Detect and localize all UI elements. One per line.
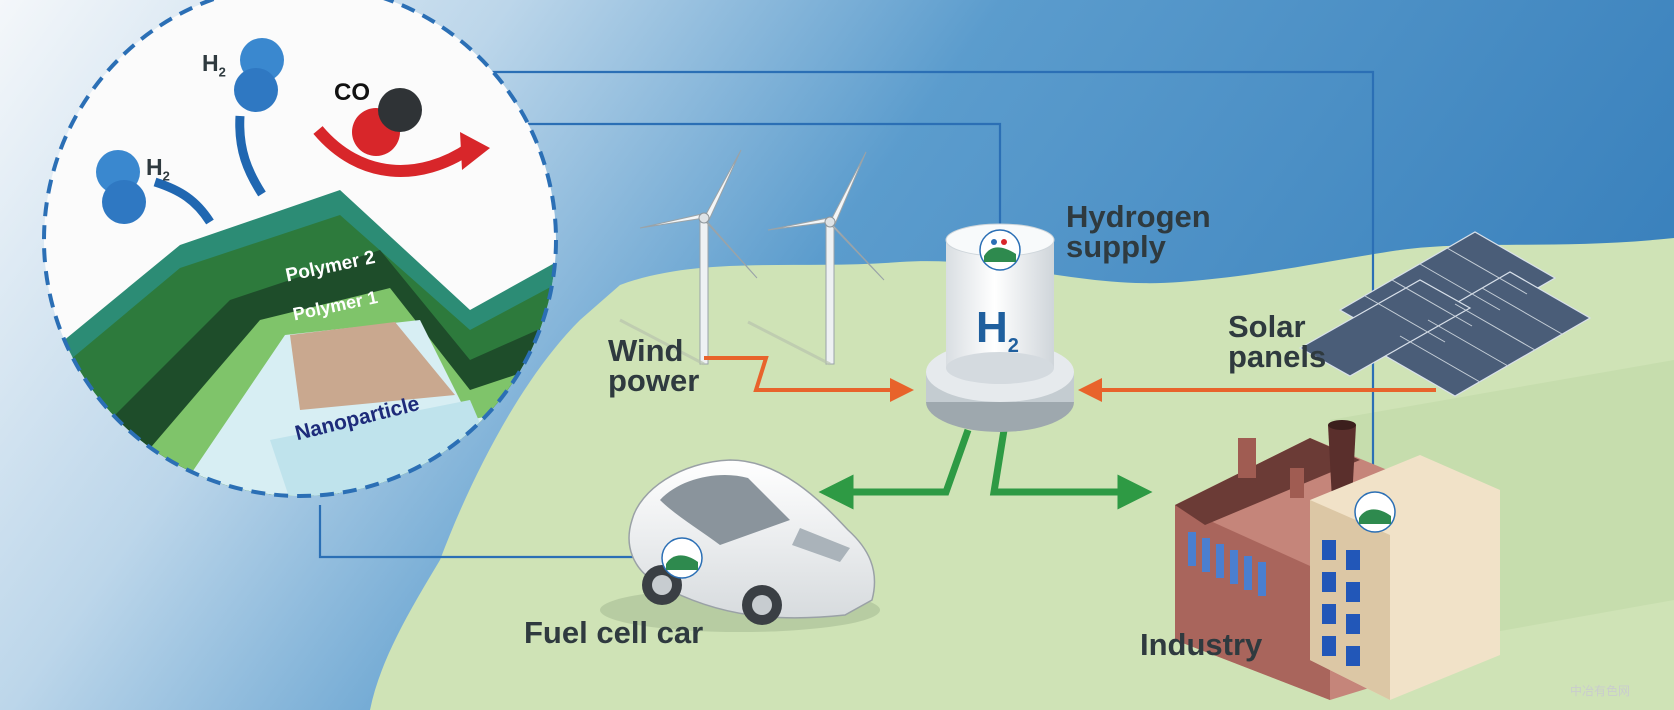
solar-panels <box>1298 231 1592 397</box>
fuel-cell-car-label: Fuel cell car <box>524 615 704 650</box>
solar-panel-grid <box>1364 247 1563 383</box>
hydrogen-arrows <box>818 428 1153 510</box>
hydrogen-tank <box>926 223 1074 432</box>
solar-panels-label: Solar panels <box>1228 309 1327 374</box>
h2-label-top: H2 <box>202 50 226 80</box>
hydrogen-supply-label: Hydrogen supply <box>1066 199 1211 264</box>
wind-power-label: Wind power <box>608 333 700 398</box>
co-label: CO <box>334 79 370 106</box>
tank-h2-label: H2 <box>976 303 1019 357</box>
industry-label: Industry <box>1140 627 1263 662</box>
connector-lines <box>318 70 1375 559</box>
watermark: 中冶有色网 <box>1570 684 1631 698</box>
fuel-cell-car <box>600 459 880 632</box>
h2-label-left: H2 <box>146 154 170 184</box>
industry-factory <box>1175 420 1500 700</box>
wind-turbines <box>619 149 885 366</box>
energy-arrows <box>704 356 1436 402</box>
